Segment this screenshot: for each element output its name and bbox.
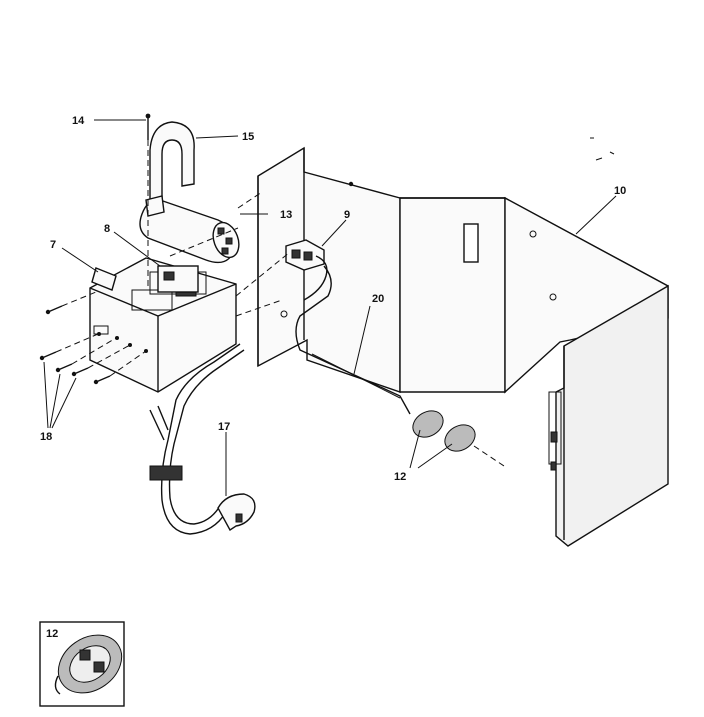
leader-lines (43, 119, 617, 496)
bracket-part-15 (145, 121, 195, 217)
capacitor-part-13 (139, 199, 240, 264)
callout-13: 13 (280, 209, 292, 221)
terminal-block-part-9 (285, 239, 328, 301)
callout-7: 7 (50, 239, 56, 251)
relay-part-8 (157, 265, 199, 293)
callout-12: 12 (394, 471, 406, 483)
callout-9: 9 (344, 209, 350, 221)
callout-10: 10 (614, 185, 626, 197)
callout-17: 17 (218, 421, 230, 433)
callout-15: 15 (242, 131, 254, 143)
alignment-line (237, 191, 263, 209)
control-box-part-7 (89, 257, 237, 393)
screws-part-18 (39, 333, 147, 385)
screw-left (45, 291, 97, 315)
outer-cabinet-part-10 (257, 137, 669, 547)
feet-part-12 (412, 410, 505, 467)
callout-8: 8 (104, 223, 110, 235)
inset-callout-12: 12 (46, 628, 58, 640)
wire-harness-part-20 (295, 265, 411, 415)
alignment-line (169, 227, 239, 257)
callout-14: 14 (72, 115, 85, 127)
power-cord-part-17 (149, 251, 291, 535)
callout-18: 18 (40, 431, 52, 443)
inset-detail-part-12: 12 (39, 621, 125, 707)
callout-20: 20 (372, 293, 384, 305)
screw-part-14 (145, 113, 151, 290)
